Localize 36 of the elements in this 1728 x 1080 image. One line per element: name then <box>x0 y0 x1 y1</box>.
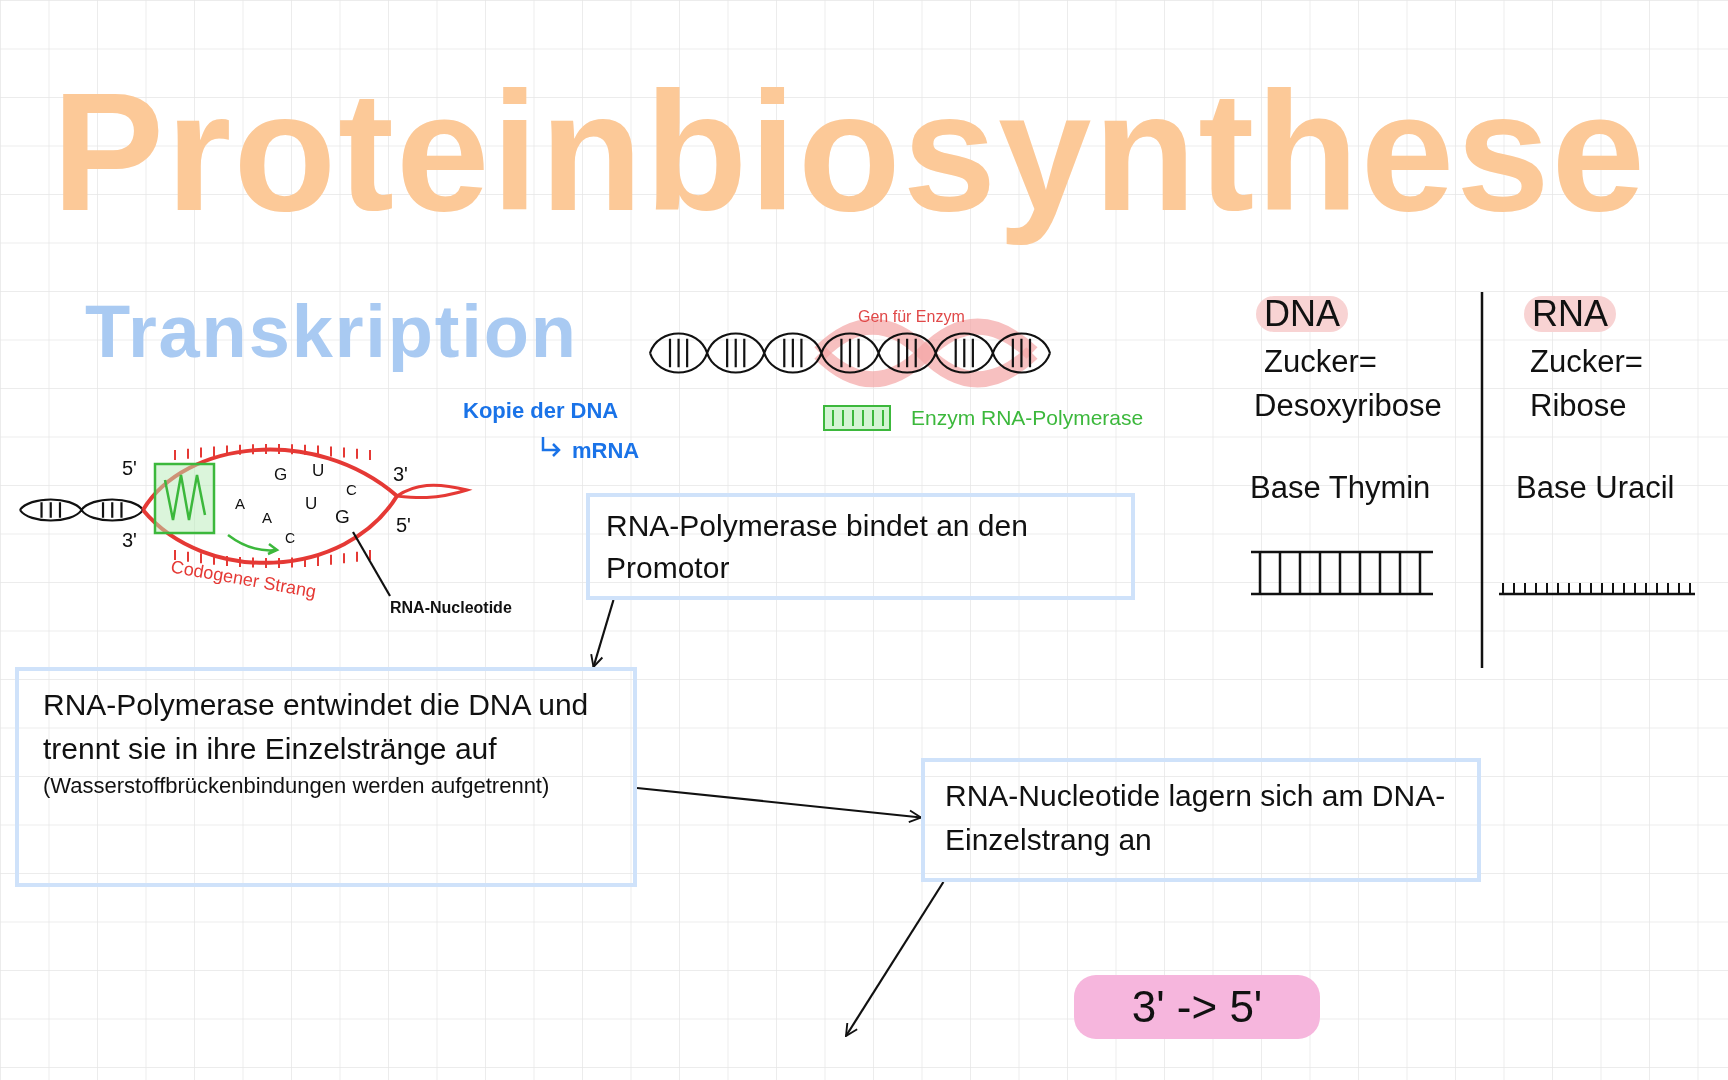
arrow <box>636 786 922 824</box>
highlighted-note: 3' -> 5' <box>1074 975 1320 1039</box>
note-text: (Wasserstoffbrückenbindungen werden aufgetrennt) <box>43 772 551 800</box>
label-text: DNA <box>1256 296 1348 332</box>
callout-text: RNA-Nucleotide <box>390 596 560 620</box>
process-box <box>15 667 637 887</box>
label-text: Base Thymin <box>1250 472 1431 503</box>
label-text: Gen für Enzym <box>858 309 965 325</box>
label-text: Zucker= <box>1264 346 1377 377</box>
label-text: mRNA <box>572 440 640 462</box>
arrow <box>590 599 615 668</box>
label-text: A <box>235 496 245 511</box>
label-text: C <box>346 482 357 497</box>
label-text: RNA <box>1524 296 1616 332</box>
label-text: G <box>274 466 288 483</box>
label-text: U <box>312 462 325 479</box>
strand-label: Codogener Strang <box>169 557 318 601</box>
box-text: RNA-Polymerase entwindet die DNA und trennt sie in ihre Einzelstränge auf <box>43 687 590 767</box>
label-text: Desoxyribose <box>1254 390 1442 421</box>
arrow <box>845 881 945 1037</box>
label-text: C <box>285 531 296 545</box>
label-text: 3' <box>393 464 408 484</box>
label-text: 5' <box>396 515 411 535</box>
label-text: Kopie der DNA <box>463 400 619 422</box>
label-text: A <box>262 510 272 525</box>
process-box: RNA-Nucleotide lagern sich am DNA-Einzelstrang an <box>921 758 1481 882</box>
label-text: U <box>305 495 318 512</box>
legend-text: Enzym RNA-Polymerase <box>911 405 1144 431</box>
label-text: 5' <box>122 458 137 478</box>
label-text: G <box>335 507 350 526</box>
process-box: RNA-Polymerase bindet an den Promotor <box>586 493 1135 600</box>
label-text: Ribose <box>1530 390 1627 421</box>
label-text: Zucker= <box>1530 346 1643 377</box>
leader-line <box>352 531 391 597</box>
label-text: 3' <box>122 530 137 550</box>
label-text: Base Uracil <box>1516 472 1675 503</box>
